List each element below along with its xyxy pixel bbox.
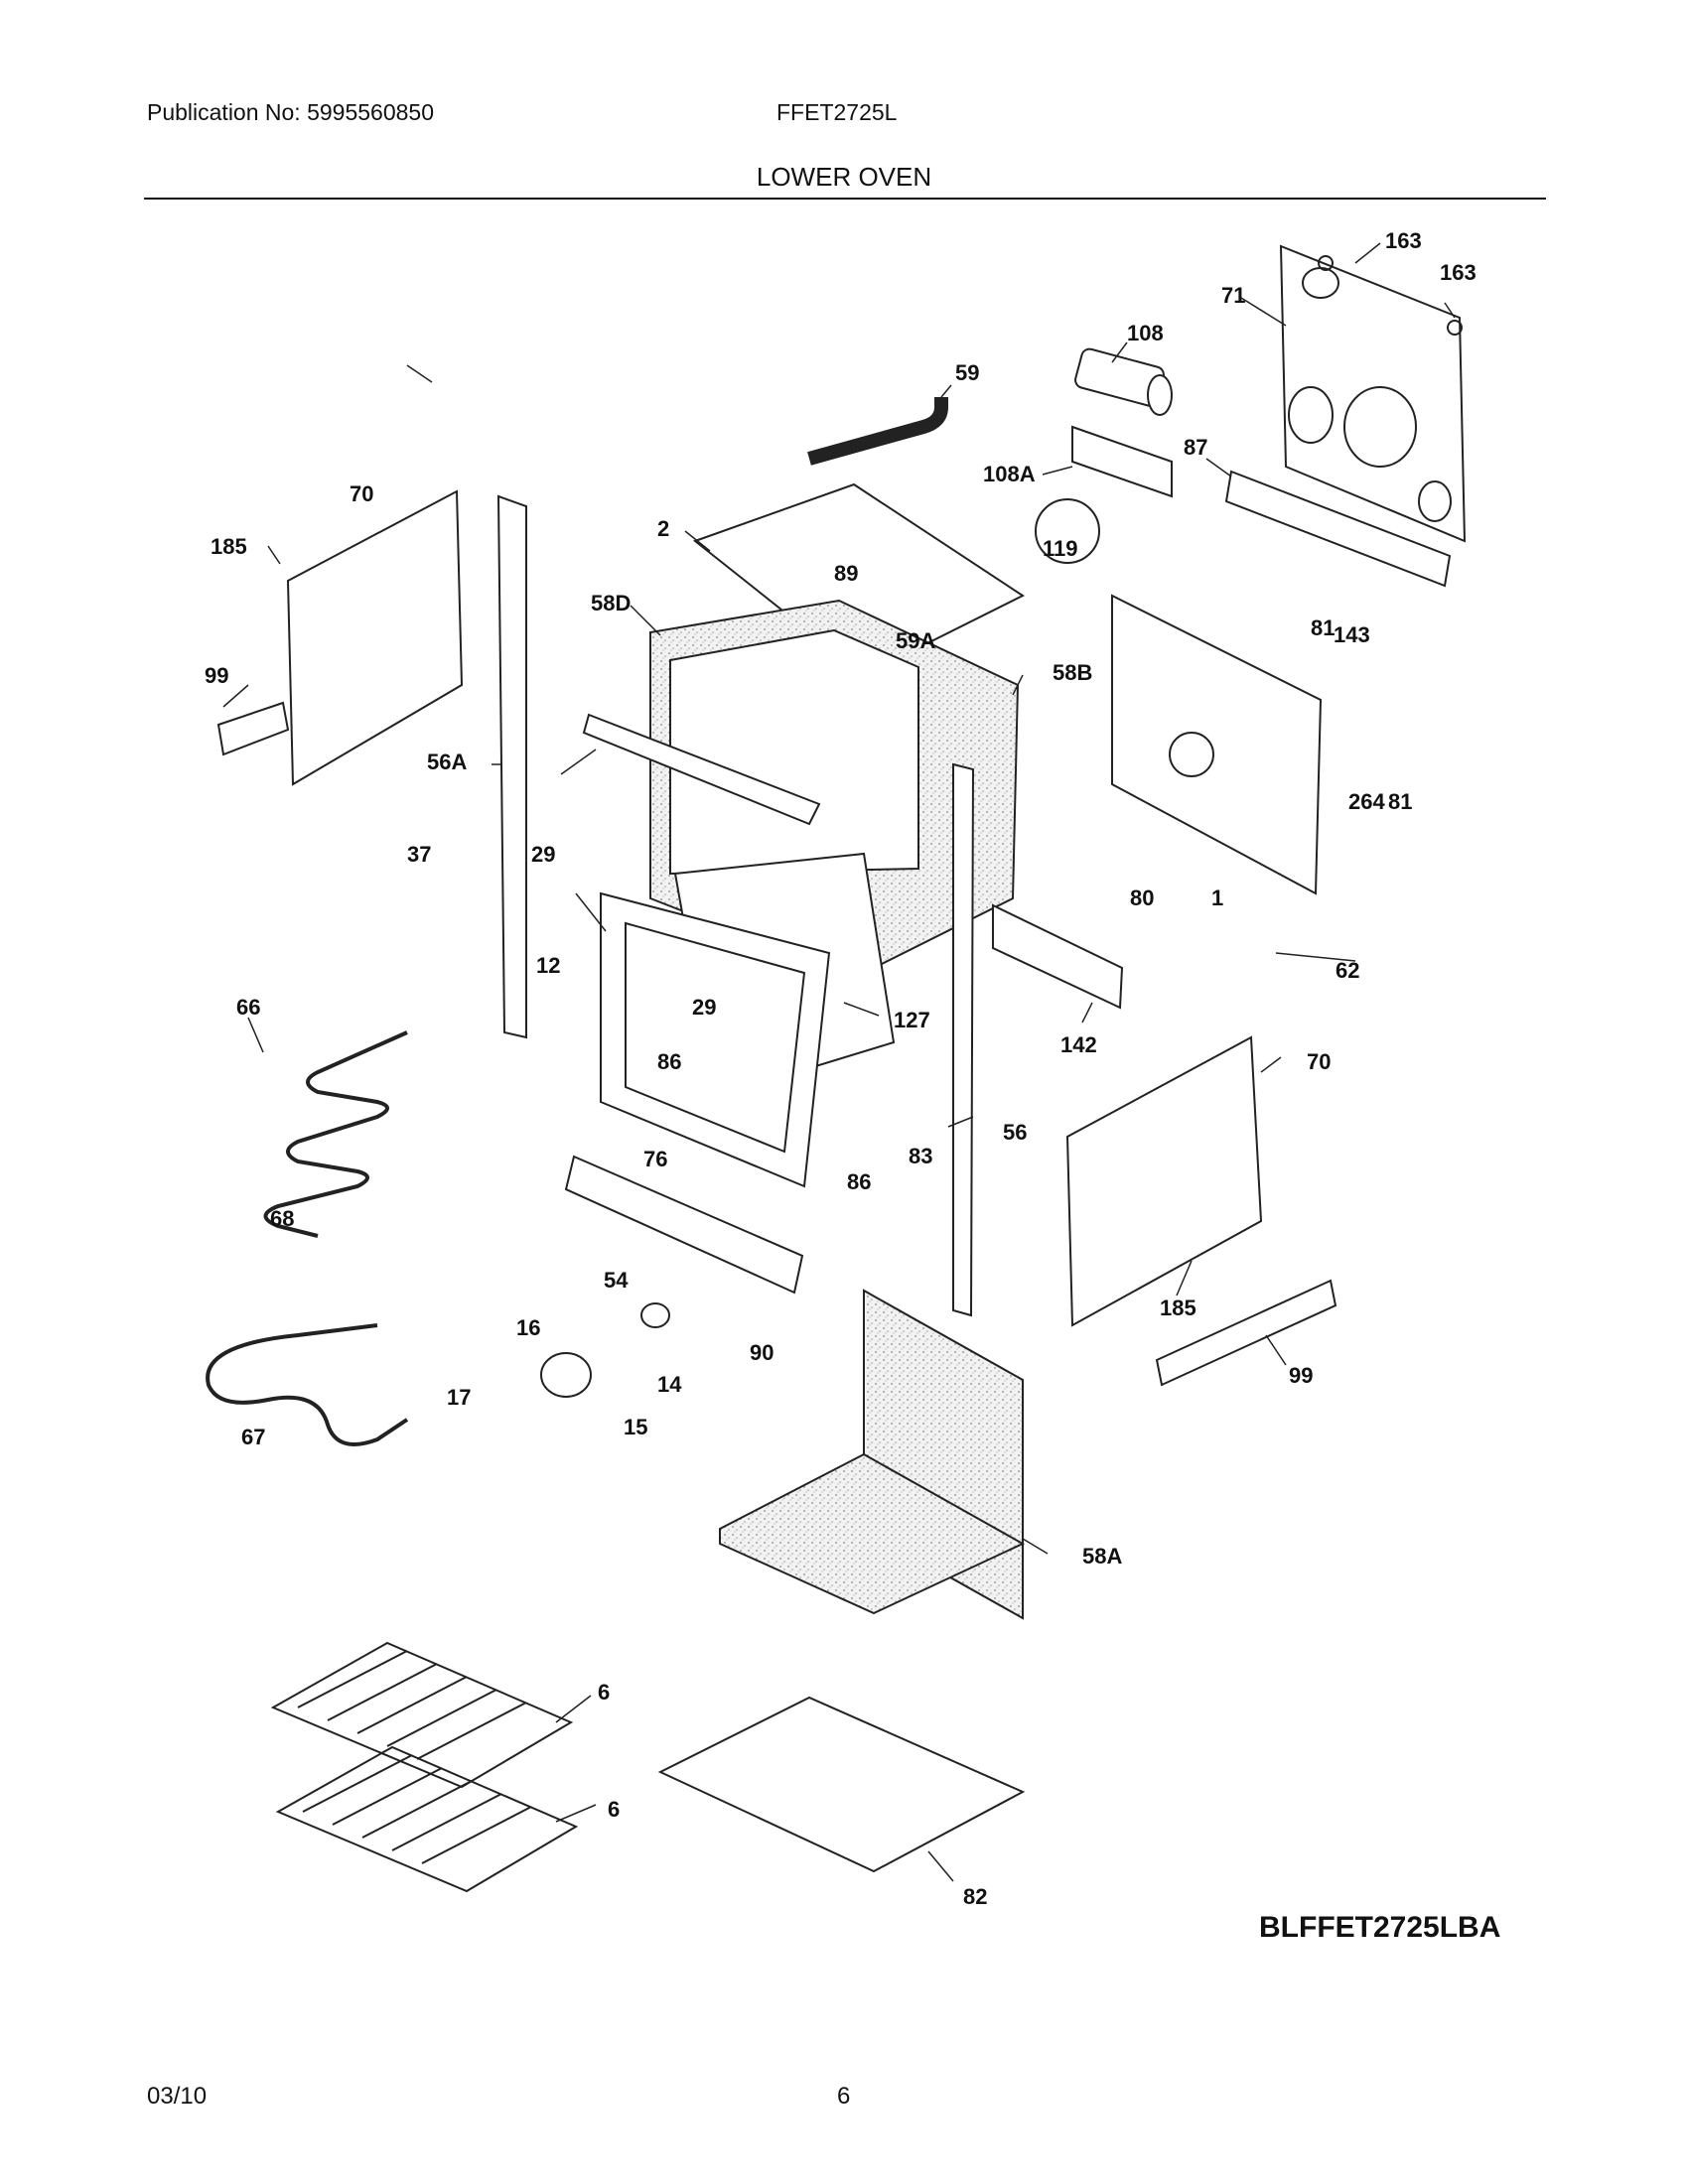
callout-label: 56 xyxy=(1003,1120,1027,1145)
rear-panel-1 xyxy=(1111,594,1323,895)
fan-bracket-108A xyxy=(1071,425,1173,498)
callout-label: 59A xyxy=(896,628,935,653)
callout-label: 1 xyxy=(1211,886,1223,910)
callout-label: 264 xyxy=(1348,789,1385,814)
callout-label: 163 xyxy=(1385,228,1422,253)
callout-label: 81 xyxy=(1388,789,1412,814)
callout-label: 37 xyxy=(407,842,431,867)
callout-label: 87 xyxy=(1184,435,1207,460)
trim-264 xyxy=(582,713,821,826)
callout-label: 67 xyxy=(241,1425,265,1449)
callout-label: 62 xyxy=(1336,958,1359,983)
bake-element-67 xyxy=(206,1323,409,1446)
callout-label: 142 xyxy=(1060,1032,1097,1057)
callout-label: 54 xyxy=(604,1268,629,1293)
light-lens-16 xyxy=(540,1352,592,1398)
thermostat-119-detail xyxy=(1035,498,1100,564)
callout-label: 185 xyxy=(211,534,247,559)
panel-142 xyxy=(992,903,1124,1010)
callout-label: 70 xyxy=(1307,1049,1331,1074)
callout-label: 2 xyxy=(657,516,669,541)
callout-label: 108 xyxy=(1127,321,1164,345)
callout-label: 29 xyxy=(531,842,555,867)
callout-label: 58A xyxy=(1082,1544,1122,1569)
side-panel-70-right xyxy=(1065,1035,1263,1327)
callout-label: 86 xyxy=(847,1169,871,1194)
publication-number: Publication No: 5995560850 xyxy=(147,99,435,125)
broil-element-66 xyxy=(263,1030,408,1238)
callout-label: 90 xyxy=(750,1340,774,1365)
header-rule xyxy=(144,198,1546,200)
callout-label: 119 xyxy=(1043,536,1078,561)
callout-label: 58B xyxy=(1053,660,1092,685)
vent-duct-59 xyxy=(807,397,948,466)
bracket-99-left xyxy=(216,701,290,756)
side-strip-56A xyxy=(496,494,527,1039)
callout-label: 143 xyxy=(1334,622,1370,647)
callout-label: 127 xyxy=(894,1008,930,1032)
callout-label: 185 xyxy=(1160,1296,1196,1320)
callout-label: 16 xyxy=(516,1315,540,1340)
callout-label: 15 xyxy=(624,1415,647,1439)
callout-label: 70 xyxy=(350,481,373,506)
bracket-87 xyxy=(1224,470,1452,588)
model-number: FFET2725L xyxy=(776,99,898,125)
oven-rack-upper xyxy=(270,1641,574,1789)
callout-label: 14 xyxy=(657,1372,682,1397)
callout-label: 76 xyxy=(643,1147,667,1171)
callout-label: 83 xyxy=(909,1144,932,1168)
callout-label: 66 xyxy=(236,995,260,1020)
callout-label: 17 xyxy=(447,1385,471,1410)
footer-date: 03/10 xyxy=(147,2083,208,2110)
cooling-fan-108 xyxy=(1074,347,1173,416)
callout-label: 99 xyxy=(205,663,228,688)
trim-90 xyxy=(564,1155,804,1295)
floor-insulation-58A xyxy=(719,1289,1026,1620)
callout-label: 81 xyxy=(1311,615,1335,640)
page-title: LOWER OVEN xyxy=(756,162,932,192)
callout-label: 59 xyxy=(955,360,979,385)
callout-label: 58D xyxy=(591,591,631,615)
light-socket-54 xyxy=(640,1302,670,1328)
callout-label: 80 xyxy=(1130,886,1154,910)
side-strip-56 xyxy=(952,762,975,1317)
callout-label: 71 xyxy=(1221,283,1245,308)
callout-label: 108A xyxy=(983,462,1036,486)
callout-label: 89 xyxy=(834,561,858,586)
callout-label: 6 xyxy=(608,1797,620,1822)
callout-label: 82 xyxy=(963,1884,987,1909)
back-panel-71 xyxy=(1279,244,1467,543)
door-frame-76 xyxy=(600,891,831,1188)
callout-label: 99 xyxy=(1289,1363,1313,1388)
callout-label: 12 xyxy=(536,953,560,978)
callout-label: 68 xyxy=(270,1206,294,1231)
oven-rack-lower xyxy=(275,1745,579,1893)
callout-label: 29 xyxy=(692,995,716,1020)
side-panel-70-left xyxy=(286,489,464,786)
callout-label: 163 xyxy=(1440,260,1477,285)
bracket-99-right xyxy=(1155,1279,1337,1387)
callout-label: 56A xyxy=(427,750,467,774)
bottom-tray-82 xyxy=(657,1696,1026,1873)
callout-label: 6 xyxy=(598,1680,610,1705)
callout-leader-lines xyxy=(222,242,1456,1882)
page-number: 6 xyxy=(837,2083,851,2110)
drawing-code: BLFFET2725LBA xyxy=(1259,1911,1501,1944)
callout-label: 86 xyxy=(657,1049,681,1074)
